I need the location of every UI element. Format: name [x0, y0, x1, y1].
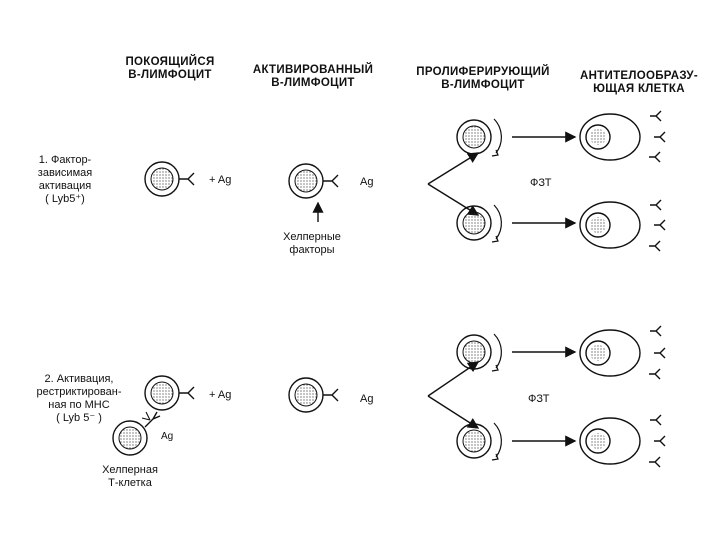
- row2-split-arrow-up: [427, 361, 480, 397]
- row1-split-arrow-up: [427, 152, 480, 185]
- row1-antibody-6: [649, 240, 661, 252]
- row2-mhc-contact: [141, 411, 151, 421]
- row1-antibody-2: [654, 131, 666, 143]
- row1-plasma-cell-top-nucleus-ring: [585, 124, 611, 150]
- row2-prolif-cell-top-nucleus: [462, 340, 486, 364]
- row2-prolif-cell-top-rotation-head: [491, 364, 499, 372]
- row1-antibody-5: [654, 219, 666, 231]
- row2-activated-cell-nucleus: [294, 383, 318, 407]
- row2-prolif-cell-bottom-rotation-head: [491, 453, 499, 461]
- row1-prolif-cell-top-rotation-arc: [493, 118, 502, 154]
- helper-factors-label: Хелперные факторы: [283, 231, 341, 256]
- row1-antibody-3: [649, 151, 661, 163]
- row1-plasma-cell-bottom-nucleus: [590, 217, 606, 233]
- row2-prolif-cell-top-membrane: [456, 334, 492, 370]
- row1-fzt: ФЗТ: [530, 177, 552, 189]
- row2-label: 2. Активация, рестриктирован- ная по МНС…: [36, 373, 122, 424]
- row1-activated-cell-nucleus: [294, 169, 318, 193]
- helper-t-cell-label: Хелперная Т-клетка: [102, 464, 158, 489]
- row1-prolif-cell-top-rotation-head: [491, 149, 499, 157]
- row1-resting-receptor: [179, 172, 195, 186]
- row2-prolif-cell-bottom-rotation-arc: [493, 422, 502, 458]
- row2-plasma-cell-bottom-nucleus-ring: [585, 428, 611, 454]
- row2-helper-t-cell-membrane: [112, 420, 148, 456]
- row1-label: 1. Фактор- зависимая активация ( Lyb5⁺): [37, 154, 93, 205]
- row2-helper-t-cell-nucleus: [118, 426, 142, 450]
- header-activated-b-lymphocyte: АКТИВИРОВАННЫЙ В-ЛИМФОЦИТ: [252, 64, 374, 89]
- row2-resting-cell-nucleus: [150, 381, 174, 405]
- row1-plus-ag: + Ag: [209, 174, 232, 186]
- row2-plasma-cell-top-nucleus: [590, 345, 606, 361]
- row2-plus-ag: + Ag: [209, 389, 232, 401]
- row2-prolif-cell-top-rotation-arc: [493, 333, 502, 369]
- row1-plasma-cell-bottom-membrane: [579, 201, 641, 249]
- row2-antibody-6: [649, 456, 661, 468]
- row2-plasma-cell-bottom-nucleus: [590, 433, 606, 449]
- row1-antibody-4: [650, 199, 662, 211]
- row2-tcell-receptor: [144, 411, 161, 428]
- row2-plasma-cell-top-membrane: [579, 329, 641, 377]
- row2-prolif-cell-bottom-nucleus: [462, 429, 486, 453]
- row2-activated-receptor: [323, 388, 339, 402]
- row1-resting-cell-nucleus: [150, 167, 174, 191]
- row1-prolif-cell-bottom-membrane: [456, 205, 492, 241]
- row2-ag-small: Ag: [161, 431, 174, 442]
- header-proliferating-b-lymphocyte: ПРОЛИФЕРИРУЮЩИЙ В-ЛИМФОЦИТ: [416, 66, 550, 91]
- row1-activated-receptor: [323, 174, 339, 188]
- row2-plasma-cell-bottom-membrane: [579, 417, 641, 465]
- row2-antibody-4: [650, 414, 662, 426]
- row1-split-arrow-down: [427, 183, 480, 216]
- row1-prolif-cell-top-membrane: [456, 119, 492, 155]
- row2-fzt: ФЗТ: [528, 393, 550, 405]
- row1-prolif-cell-bottom-nucleus: [462, 211, 486, 235]
- row2-antibody-3: [649, 368, 661, 380]
- row1-antibody-1: [650, 110, 662, 122]
- row2-plasma-cell-top-nucleus-ring: [585, 340, 611, 366]
- row1-plasma-cell-top-nucleus: [590, 129, 606, 145]
- row2-resting-receptor: [179, 386, 195, 400]
- header-resting-b-lymphocyte: ПОКОЯЩИЙСЯ В-ЛИМФОЦИТ: [125, 56, 215, 81]
- row1-prolif-cell-top-nucleus: [462, 125, 486, 149]
- row2-prolif-cell-bottom-membrane: [456, 423, 492, 459]
- row2-ag: Ag: [360, 393, 374, 405]
- row1-plasma-cell-top-membrane: [579, 113, 641, 161]
- row2-antibody-2: [654, 347, 666, 359]
- header-antibody-forming-cell: АНТИТЕЛООБРАЗУ- ЮЩАЯ КЛЕТКА: [579, 70, 699, 95]
- row1-prolif-cell-bottom-rotation-arc: [493, 204, 502, 240]
- row1-prolif-cell-bottom-rotation-head: [491, 235, 499, 243]
- row2-antibody-5: [654, 435, 666, 447]
- row1-plasma-cell-bottom-nucleus-ring: [585, 212, 611, 238]
- row2-antibody-1: [650, 325, 662, 337]
- row1-ag: Ag: [360, 176, 374, 188]
- row2-split-arrow-down: [427, 395, 480, 429]
